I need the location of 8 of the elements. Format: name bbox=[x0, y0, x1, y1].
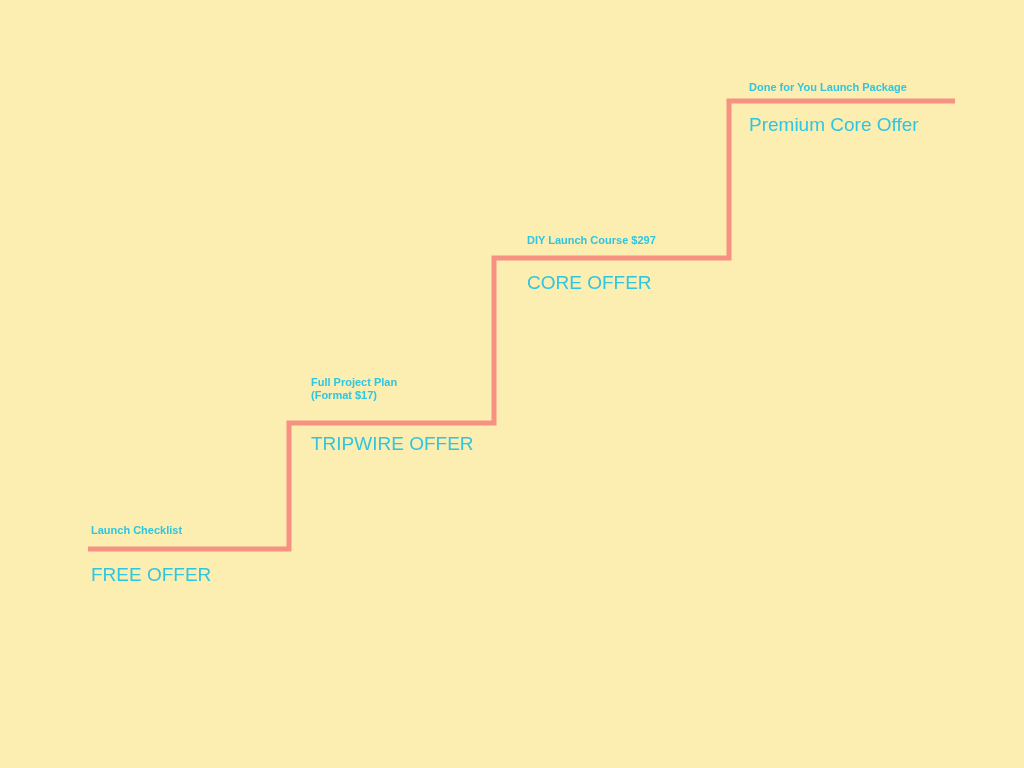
offer-label: FREE OFFER bbox=[91, 564, 212, 586]
offer-label: TRIPWIRE OFFER bbox=[311, 433, 474, 455]
product-label: Full Project Plan (Format $17) bbox=[311, 376, 399, 402]
offer-label: Premium Core Offer bbox=[749, 114, 919, 136]
product-label: Done for You Launch Package bbox=[749, 81, 907, 94]
offer-label: CORE OFFER bbox=[527, 272, 652, 294]
product-label: DIY Launch Course $297 bbox=[527, 234, 656, 247]
product-label: Launch Checklist bbox=[91, 524, 183, 537]
